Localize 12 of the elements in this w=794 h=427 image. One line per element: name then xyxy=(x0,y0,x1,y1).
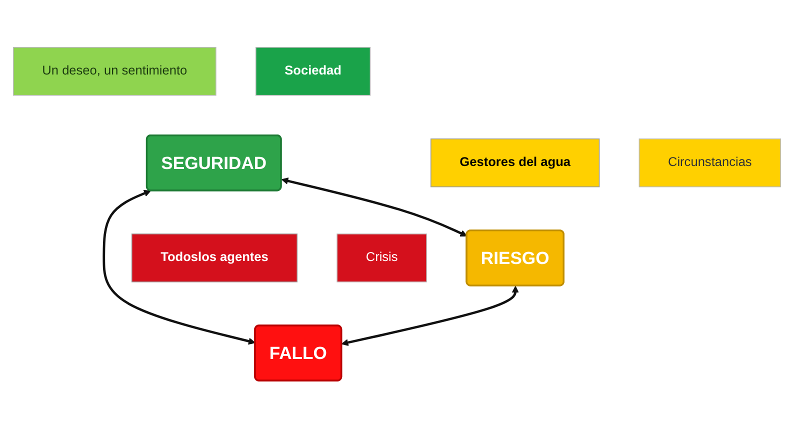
tag-box: Circunstancias xyxy=(638,138,781,187)
rounded-box: RIESGO xyxy=(466,229,564,286)
rounded-box: FALLO xyxy=(254,324,342,381)
tag-box: Todoslos agentes xyxy=(131,233,298,282)
rounded-box: SEGURIDAD xyxy=(146,134,282,191)
arrow xyxy=(341,285,519,346)
tag-box: Crisis xyxy=(336,233,427,282)
arrow xyxy=(102,190,256,344)
tag-box: Un deseo, un sentimiento xyxy=(13,46,216,96)
tag-box: Sociedad xyxy=(255,46,371,96)
arrow xyxy=(281,177,468,236)
tag-box: Gestores del agua xyxy=(430,138,600,187)
